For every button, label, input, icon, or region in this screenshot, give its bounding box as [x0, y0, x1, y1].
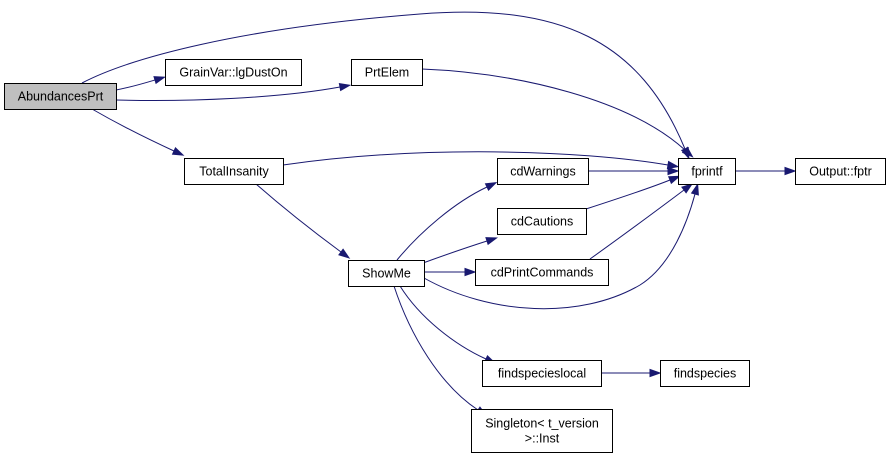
node-label: >::Inst: [525, 432, 560, 446]
node-box: [165, 59, 302, 86]
arrowhead-icon: [784, 166, 797, 176]
node-box: [4, 83, 117, 110]
edge-line: [585, 179, 671, 210]
node-label: PrtElem: [365, 66, 409, 80]
node-label: findspecies: [674, 367, 737, 381]
edge-line: [396, 186, 488, 261]
arrowhead-icon: [464, 267, 477, 277]
edge-line: [282, 151, 669, 166]
edge-showme-to-singleton_inst: [393, 285, 488, 417]
node-label: fprintf: [691, 165, 723, 179]
edge-showme-to-cdcautions: [422, 237, 498, 264]
node-box: [475, 259, 609, 286]
edge-line: [422, 240, 488, 264]
edge-abundancesprt-to-totalinsanity: [91, 108, 185, 156]
node-label: cdCautions: [511, 215, 574, 229]
edge-line: [393, 285, 479, 411]
edge-line: [115, 86, 341, 101]
edge-prtelem-to-fprintf: [421, 68, 694, 158]
edge-findspecieslocal-to-findspecies: [601, 368, 662, 378]
arrowhead-icon: [690, 182, 699, 196]
node-box: [497, 208, 587, 235]
node-label: GrainVar::lgDustOn: [179, 66, 287, 80]
arrowhead-icon: [485, 237, 498, 246]
arrowhead-icon: [338, 82, 352, 92]
node-label: findspecieslocal: [498, 367, 586, 381]
arrowhead-icon: [681, 146, 694, 158]
node-cdwarnings[interactable]: cdWarnings: [497, 158, 589, 185]
call-graph-edges: [81, 11, 797, 417]
node-label: cdWarnings: [510, 165, 576, 179]
node-label: cdPrintCommands: [491, 266, 594, 280]
node-label: AbundancesPrt: [18, 90, 104, 104]
edge-totalinsanity-to-showme: [255, 183, 351, 259]
node-box: [795, 158, 886, 185]
edge-line: [91, 108, 175, 152]
edge-fprintf-to-output_fptr: [734, 166, 797, 176]
node-grainvar_lgdueston[interactable]: GrainVar::lgDustOn: [165, 59, 302, 86]
node-findspecieslocal[interactable]: findspecieslocal: [482, 360, 602, 387]
edge-cdcautions-to-fprintf: [585, 175, 681, 210]
edge-showme-to-fprintf: [423, 182, 699, 310]
edge-line: [423, 193, 696, 310]
call-graph-nodes: AbundancesPrt GrainVar::lgDustOn PrtElemTo…: [4, 59, 886, 453]
edge-showme-to-cdprintcommands: [424, 267, 477, 277]
arrowhead-icon: [171, 146, 185, 156]
edge-line: [421, 68, 686, 151]
node-label: TotalInsanity: [199, 165, 269, 179]
node-showme[interactable]: ShowMe: [348, 260, 425, 287]
edge-line: [81, 11, 686, 150]
arrowhead-icon: [484, 182, 498, 192]
node-abundancesprt[interactable]: AbundancesPrt: [4, 83, 117, 110]
node-label: Output::fptr: [809, 165, 872, 179]
arrowhead-icon: [667, 166, 680, 176]
node-cdcautions[interactable]: cdCautions: [497, 208, 587, 235]
node-box: [184, 158, 284, 185]
node-prtelem[interactable]: PrtElem: [351, 59, 423, 86]
arrowhead-icon: [649, 368, 662, 378]
edge-line: [115, 79, 156, 91]
edge-line: [255, 183, 342, 253]
edge-abundancesprt-to-grainvar_lgdueston: [115, 76, 167, 91]
node-singleton_inst[interactable]: Singleton< t_version>::Inst: [471, 409, 613, 453]
node-box: [348, 260, 425, 287]
node-label: ShowMe: [362, 267, 411, 281]
node-cdprintcommands[interactable]: cdPrintCommands: [475, 259, 609, 286]
node-box: [497, 158, 589, 185]
edge-showme-to-findspecieslocal: [399, 285, 497, 364]
edge-cdwarnings-to-fprintf: [587, 166, 680, 176]
node-findspecies[interactable]: findspecies: [660, 360, 750, 387]
edge-showme-to-cdwarnings: [396, 182, 498, 261]
node-box: [660, 360, 750, 387]
edge-line: [399, 285, 487, 360]
arrowhead-icon: [667, 175, 681, 185]
node-totalinsanity[interactable]: TotalInsanity: [184, 158, 284, 185]
arrowhead-icon: [666, 160, 680, 170]
edge-line: [589, 189, 685, 260]
arrowhead-icon: [153, 76, 167, 85]
node-box: [351, 59, 423, 86]
node-output_fptr[interactable]: Output::fptr: [795, 158, 886, 185]
edge-cdprintcommands-to-fprintf: [589, 183, 694, 260]
node-box: [482, 360, 602, 387]
node-fprintf[interactable]: fprintf: [678, 158, 736, 185]
edge-totalinsanity-to-fprintf: [282, 151, 680, 170]
edge-abundancesprt-to-prtelem: [115, 82, 352, 101]
arrowhead-icon: [338, 248, 351, 259]
node-box: [471, 409, 613, 453]
node-label: Singleton< t_version: [485, 417, 599, 431]
arrowhead-icon: [681, 183, 694, 194]
node-box: [678, 158, 736, 185]
